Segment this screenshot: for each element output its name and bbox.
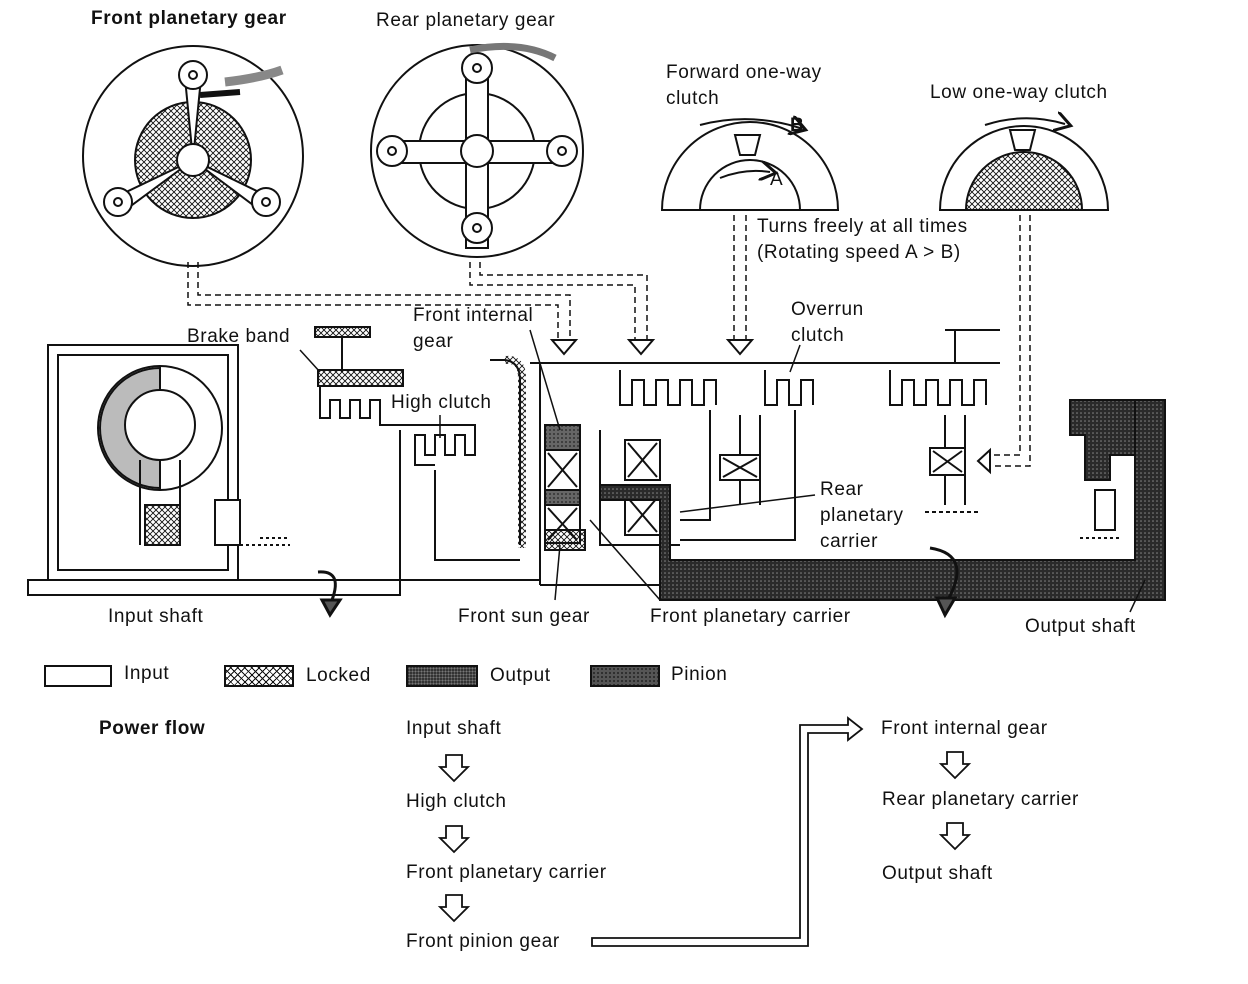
label-front-planetary-carrier: Front planetary carrier (650, 606, 851, 627)
label-front-internal-gear: Front internal gear (413, 305, 534, 352)
output-shaft-body (599, 399, 1166, 601)
power-flow-step: Front planetary carrier (406, 862, 607, 883)
power-flow-step: Rear planetary carrier (882, 789, 1079, 810)
legend-label-output: Output (490, 665, 551, 686)
brake-band-hatch (314, 326, 404, 387)
label-overrun-clutch: Overrun clutch (791, 299, 864, 346)
torque-converter (27, 344, 401, 596)
power-flow-step: Front internal gear (881, 718, 1048, 739)
legend-label-input: Input (124, 663, 170, 684)
forward-one-way-clutch-drawing (660, 119, 840, 211)
power-flow-arrows (437, 716, 972, 947)
legend-swatch-input (44, 665, 112, 687)
clutch-housings (319, 329, 1000, 586)
label-rear-planetary-gear: Rear planetary gear (376, 10, 556, 31)
pinion-gears (544, 424, 966, 551)
label-arrow-b: B (790, 115, 805, 136)
label-rear-planetary-carrier: Rear planetary carrier (820, 479, 904, 552)
leader-lines (299, 329, 1146, 613)
legend-swatch-locked (224, 665, 294, 687)
legend-swatch-output (406, 665, 478, 687)
label-high-clutch: High clutch (391, 392, 492, 413)
legend-swatch-pinion (590, 665, 660, 687)
dashed-arrowheads (549, 339, 991, 475)
label-output-shaft: Output shaft (1025, 616, 1136, 637)
rotation-arrows (317, 546, 959, 619)
power-flow-step: Front pinion gear (406, 931, 560, 952)
label-front-sun-gear: Front sun gear (458, 606, 590, 627)
rear-planetary-gear-drawing (370, 42, 584, 258)
power-flow-step: Input shaft (406, 718, 502, 739)
power-flow-step: High clutch (406, 791, 507, 812)
label-turns-freely: Turns freely at all times (Rotating spee… (757, 216, 968, 263)
dashed-connectors (187, 215, 1031, 467)
label-front-planetary-gear: Front planetary gear (91, 8, 287, 29)
low-one-way-clutch-drawing (938, 118, 1110, 211)
label-brake-band: Brake band (187, 326, 291, 347)
label-low-one-way-clutch: Low one-way clutch (930, 82, 1108, 103)
legend-label-locked: Locked (306, 665, 371, 686)
legend-label-pinion: Pinion (671, 664, 728, 685)
label-input-shaft: Input shaft (108, 606, 204, 627)
power-flow-title: Power flow (99, 718, 206, 739)
label-forward-one-way-clutch: Forward one-way clutch (666, 62, 822, 109)
front-planetary-gear-drawing (82, 45, 304, 267)
label-arrow-a: A (770, 169, 784, 190)
power-flow-step: Output shaft (882, 863, 993, 884)
